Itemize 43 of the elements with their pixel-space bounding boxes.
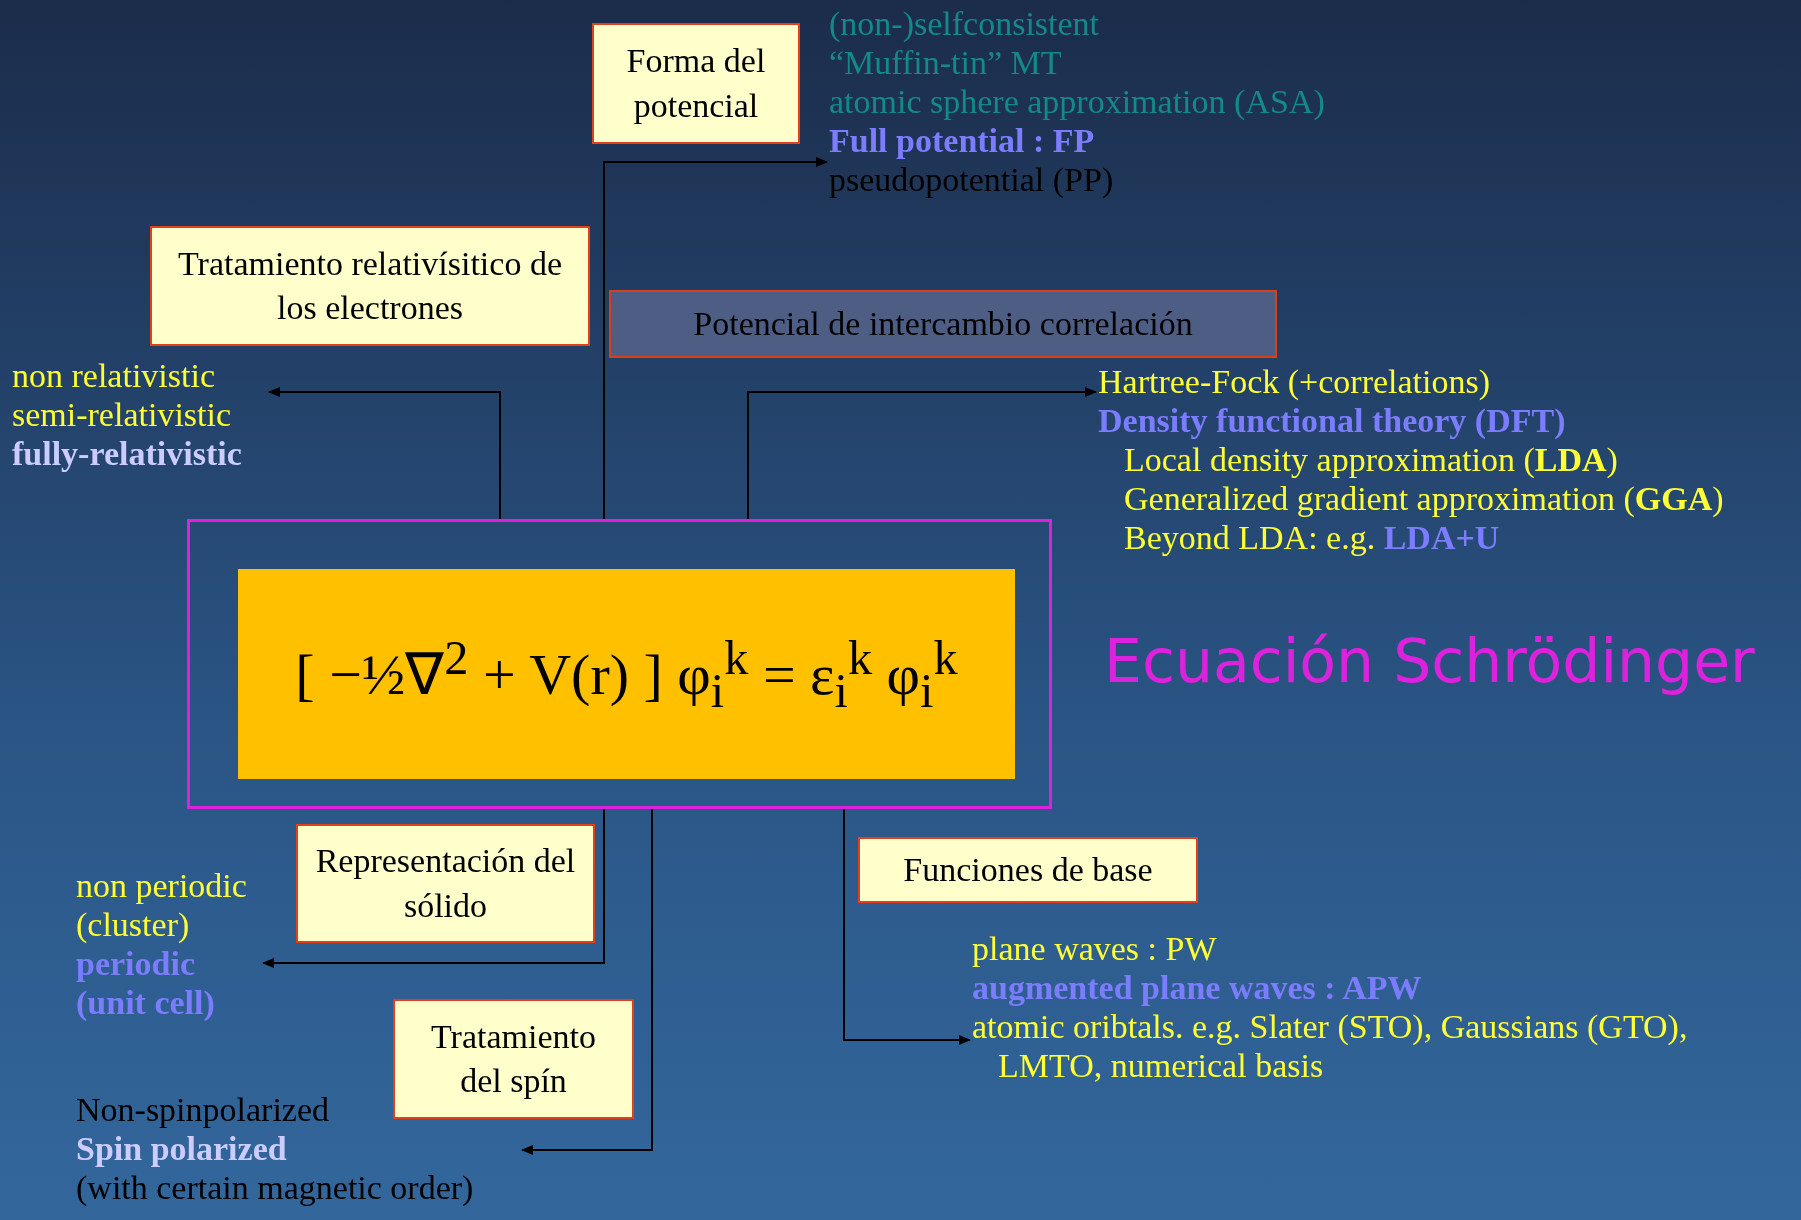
- category-box: [393, 999, 634, 1119]
- list-item: (with certain magnetic order): [76, 1168, 475, 1208]
- category-box: [150, 226, 590, 346]
- list-item: non periodic (cluster): [76, 866, 248, 945]
- list-item: periodic (unit cell): [76, 944, 216, 1023]
- list-item: “Muffin-tin” MT: [829, 43, 1063, 83]
- list-item: fully-relativistic: [12, 434, 243, 474]
- category-box: [609, 290, 1277, 358]
- list-item: pseudopotential (PP): [829, 160, 1115, 200]
- heading-text: Funciones de base: [903, 849, 1153, 890]
- list-item: Spin polarized: [76, 1129, 288, 1169]
- list-item: augmented plane waves : APW: [972, 968, 1423, 1008]
- list-item: Non-spinpolarized: [76, 1090, 331, 1130]
- list-item: atomic sphere approximation (ASA): [829, 82, 1326, 122]
- list-item: Density functional theory (DFT): [1098, 401, 1567, 441]
- diagram-heading: Ecuación Schrödinger: [1104, 626, 1755, 696]
- list-item: non relativistic: [12, 356, 216, 396]
- heading-text: Tratamiento del spín: [430, 1016, 597, 1101]
- heading-text: Potencial de intercambio correlación: [693, 303, 1193, 344]
- equation-panel: [238, 569, 1015, 779]
- list-item: semi-relativistic: [12, 395, 233, 435]
- list-item: Full potential : FP: [829, 121, 1096, 161]
- connector-arrow: [268, 387, 501, 520]
- connector-arrow: [603, 157, 828, 520]
- list-item: Generalized gradient approximation (GGA): [1124, 479, 1725, 519]
- list-item: Hartree-Fock (+correlations): [1098, 362, 1492, 402]
- connector-arrow: [262, 808, 605, 968]
- list-item: atomic oribtals. e.g. Slater (STO), Gaussians (GTO), LMTO, numerical basis: [972, 1007, 1689, 1086]
- heading-text: Forma del potencial: [625, 41, 767, 126]
- connector-arrow: [521, 808, 653, 1155]
- list-item: (non-)selfconsistent: [829, 4, 1101, 44]
- list-item: Beyond LDA: e.g.: [1124, 519, 1376, 557]
- category-box: [296, 824, 595, 943]
- list-item: plane waves : PW: [972, 929, 1218, 969]
- equation-frame: [187, 519, 1052, 809]
- heading-text: Tratamiento relativísitico de los electrones: [177, 243, 563, 328]
- list-item: Local density approximation (LDA): [1124, 440, 1619, 480]
- list-item: LDA+U: [1383, 519, 1500, 557]
- category-box: [592, 23, 800, 144]
- connector-arrow: [747, 387, 1097, 520]
- connector-arrow: [843, 808, 971, 1045]
- category-box: [858, 837, 1198, 903]
- heading-text: Representación del sólido: [314, 841, 577, 926]
